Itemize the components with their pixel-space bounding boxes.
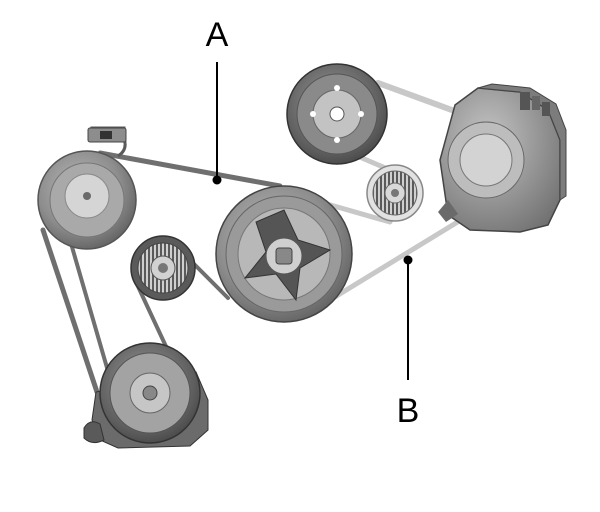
callout-b: B [397, 255, 420, 430]
ac-compressor [83, 342, 209, 449]
water-pump-pulley [286, 63, 388, 165]
idler-pulley [366, 164, 424, 222]
belt-span-left-inner [68, 238, 114, 387]
callout-b-label: B [397, 392, 420, 430]
tensioner-pulley [130, 235, 196, 301]
belt-span-left [40, 227, 100, 395]
belt-span-a [97, 150, 283, 189]
callout-a-dot [212, 175, 222, 185]
callout-a-label: A [206, 16, 229, 54]
callout-a: A [206, 16, 229, 185]
belt-span-tensioner [133, 278, 172, 357]
callout-b-dot [403, 255, 413, 265]
crankshaft-pulley [215, 185, 353, 323]
power-steering-pulley [37, 126, 137, 250]
alternator [438, 83, 567, 233]
